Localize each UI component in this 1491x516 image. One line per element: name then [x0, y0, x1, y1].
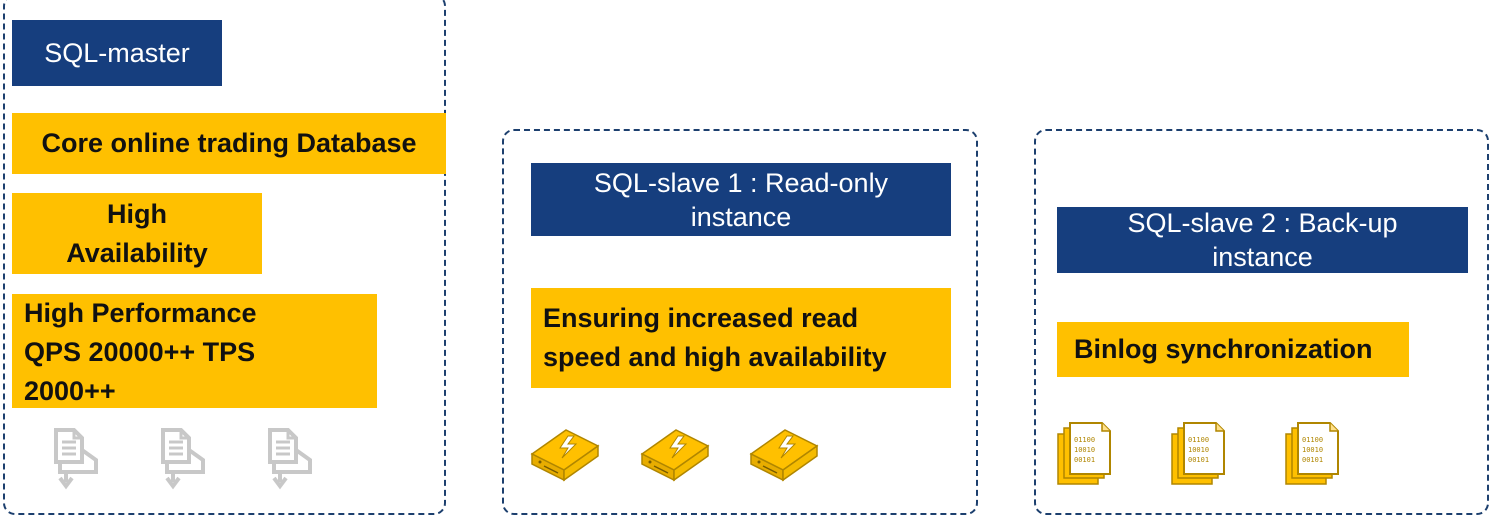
binary-line: 10010: [1188, 446, 1209, 454]
server-lightning-icon: [640, 429, 710, 482]
binary-line: 01100: [1074, 436, 1095, 444]
binary-line: 01100: [1302, 436, 1323, 444]
document-export-icon: [161, 428, 205, 490]
slave2-title: SQL-slave 2 : Back-up instance: [1057, 207, 1468, 273]
master-tag-core: Core online trading Database: [12, 113, 446, 174]
slave1-panel: [502, 129, 978, 515]
binary-line: 10010: [1302, 446, 1323, 454]
server-lightning-icon: [749, 429, 819, 482]
slave1-tag: Ensuring increased read speed and high a…: [531, 288, 951, 388]
binary-line: 00101: [1074, 456, 1095, 464]
slave2-panel: [1034, 129, 1489, 515]
binary-file-icon: 01100 10010 00101: [1057, 422, 1111, 485]
master-title: SQL-master: [12, 20, 222, 86]
master-tag-availability: High Availability: [12, 193, 262, 274]
binary-line: 00101: [1188, 456, 1209, 464]
binary-file-icon: 01100 10010 00101: [1285, 422, 1339, 485]
slave1-title: SQL-slave 1 : Read-only instance: [531, 163, 951, 236]
binary-line: 01100: [1188, 436, 1209, 444]
binary-line: 10010: [1074, 446, 1095, 454]
document-export-icon: [54, 428, 98, 490]
slave2-tag: Binlog synchronization: [1057, 322, 1409, 377]
server-lightning-icon: [530, 429, 600, 482]
master-panel: [3, 0, 446, 515]
binary-file-icon: 01100 10010 00101: [1171, 422, 1225, 485]
binary-line: 00101: [1302, 456, 1323, 464]
document-export-icon: [268, 428, 312, 490]
master-tag-performance: High Performance QPS 20000++ TPS 2000++: [12, 294, 377, 408]
